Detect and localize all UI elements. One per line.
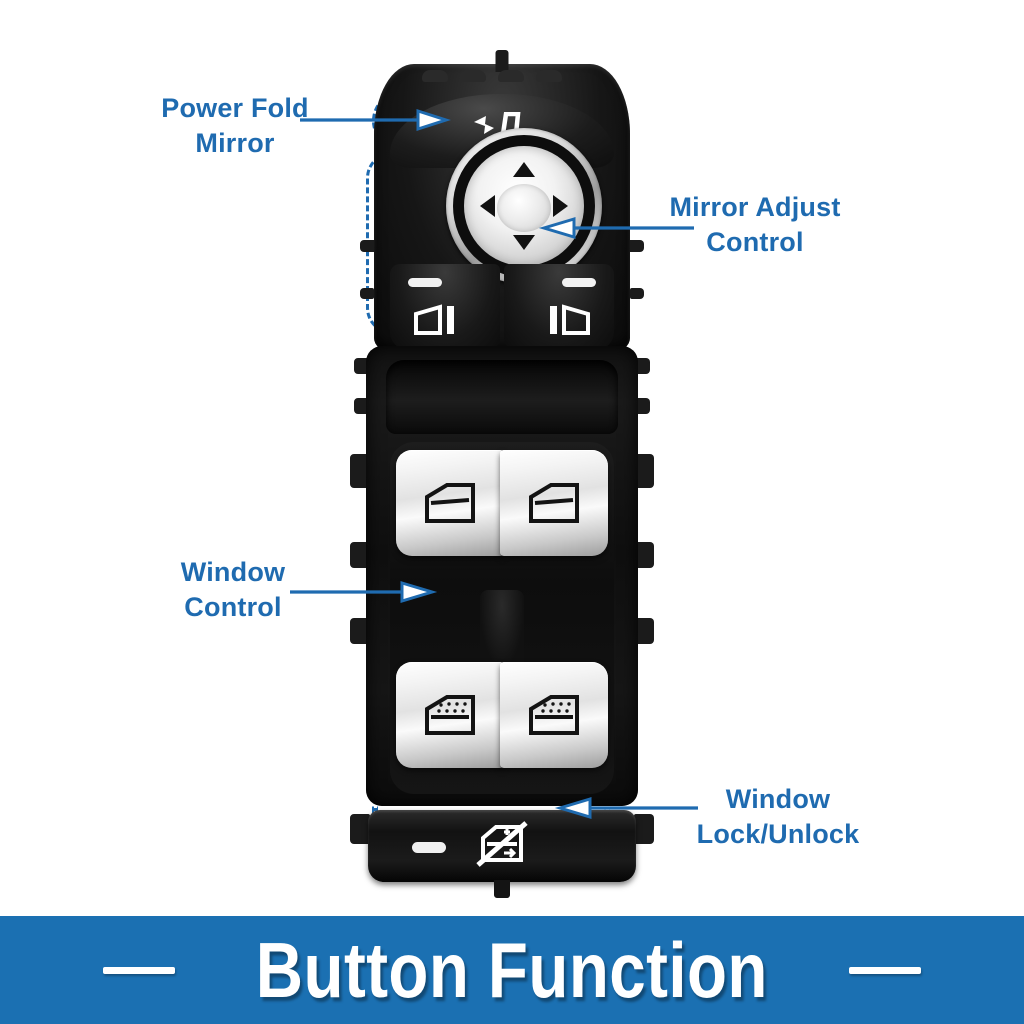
window-lock-icon [476,821,528,867]
bottom-banner: Button Function [0,914,1024,1024]
window-lock-button[interactable] [368,810,636,898]
leader-window-control [290,580,440,604]
arrow-left-icon[interactable] [480,195,495,217]
leader-window-lock-unlock [548,796,698,820]
pod-top-bump [536,70,562,82]
joystick-nub[interactable] [497,184,551,233]
window-rear-right[interactable] [500,662,608,768]
mirror-control-pod [374,50,630,352]
banner-dash-left [103,966,176,974]
body-recess [386,360,618,434]
callout-label-window-control: Window Control [180,557,286,622]
window-rear-left[interactable] [396,662,504,768]
mounting-tab [634,814,654,844]
banner-dash-right [848,966,921,974]
mounting-tab [350,618,370,644]
mounting-tab [350,542,370,568]
window-front-right[interactable] [500,450,608,556]
window-rear-icon [425,695,475,735]
body-center-rib [480,590,524,668]
leader-mirror-adjust-control [534,216,694,240]
mounting-tab [350,454,370,488]
pod-top-bump [498,70,524,82]
mirror-adjust-joystick[interactable] [446,128,602,284]
arrow-up-icon[interactable] [513,162,535,177]
callout-label-power-fold-mirror: Power Fold Mirror [161,93,309,158]
window-rear-icon [529,695,579,735]
arrow-right-icon[interactable] [553,195,568,217]
arrow-down-icon[interactable] [513,235,535,250]
mirror-left-icon [414,304,454,335]
mounting-tab [630,288,644,299]
pod-top-bump [422,70,448,82]
mirror-select-right[interactable] [504,264,614,350]
indicator-dash [412,842,446,853]
mounting-tab [360,240,376,252]
mounting-tab [350,814,370,844]
pod-top-bump [460,70,486,82]
lock-button-foot [494,880,510,898]
joystick-bezel [453,135,595,277]
window-control-block [366,346,638,806]
banner-title: Button Function [255,925,769,1014]
mounting-tab [634,618,654,644]
window-mirror-switch-assembly [350,50,654,898]
mounting-tab [634,454,654,488]
indicator-dash [562,278,596,287]
indicator-dash [408,278,442,287]
mounting-tab [628,240,644,252]
window-front-icon [529,483,579,523]
leader-power-fold-mirror [300,108,451,132]
joystick-face [464,146,584,266]
mirror-right-icon [550,304,590,335]
window-front-left[interactable] [396,450,504,556]
pod-stem [495,50,509,72]
callout-label-window-lock-unlock: Window Lock/Unlock [696,784,860,849]
window-front-icon [425,483,475,523]
mounting-tab [360,288,374,299]
mounting-tab [634,542,654,568]
callout-label-mirror-adjust-control: Mirror Adjust Control [669,192,841,257]
mirror-select-left[interactable] [390,264,500,350]
